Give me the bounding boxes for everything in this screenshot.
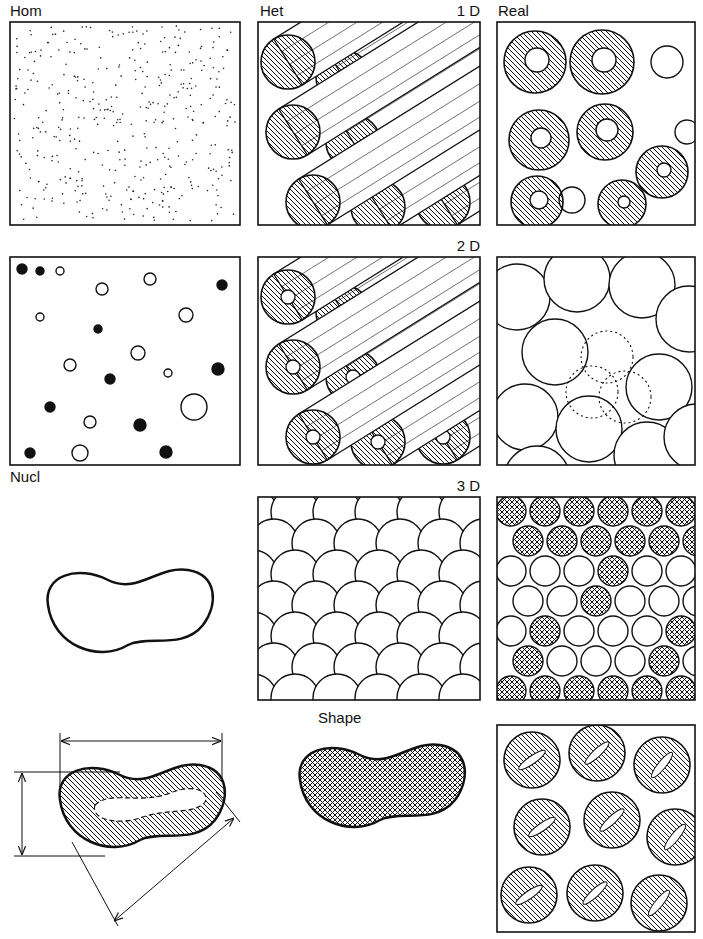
shape-particle xyxy=(300,744,465,827)
panel xyxy=(497,22,699,228)
panel-label: 2 D xyxy=(457,238,480,254)
particle-outline xyxy=(48,569,213,652)
panel xyxy=(258,104,703,469)
dimensioned-particle xyxy=(14,733,240,926)
panel-label: 1 D xyxy=(457,3,480,19)
panel-label: Hom xyxy=(10,3,42,19)
panel xyxy=(497,725,703,932)
panel-label: Het xyxy=(260,3,283,19)
panel xyxy=(10,257,240,465)
panel-label: Shape xyxy=(318,710,361,726)
panel-label: 3 D xyxy=(457,478,480,494)
panel-label: Real xyxy=(498,3,529,19)
panel xyxy=(496,496,703,706)
panel-label: Nucl xyxy=(10,469,40,485)
panel xyxy=(258,0,703,234)
panel xyxy=(484,246,703,512)
panel xyxy=(10,22,240,225)
